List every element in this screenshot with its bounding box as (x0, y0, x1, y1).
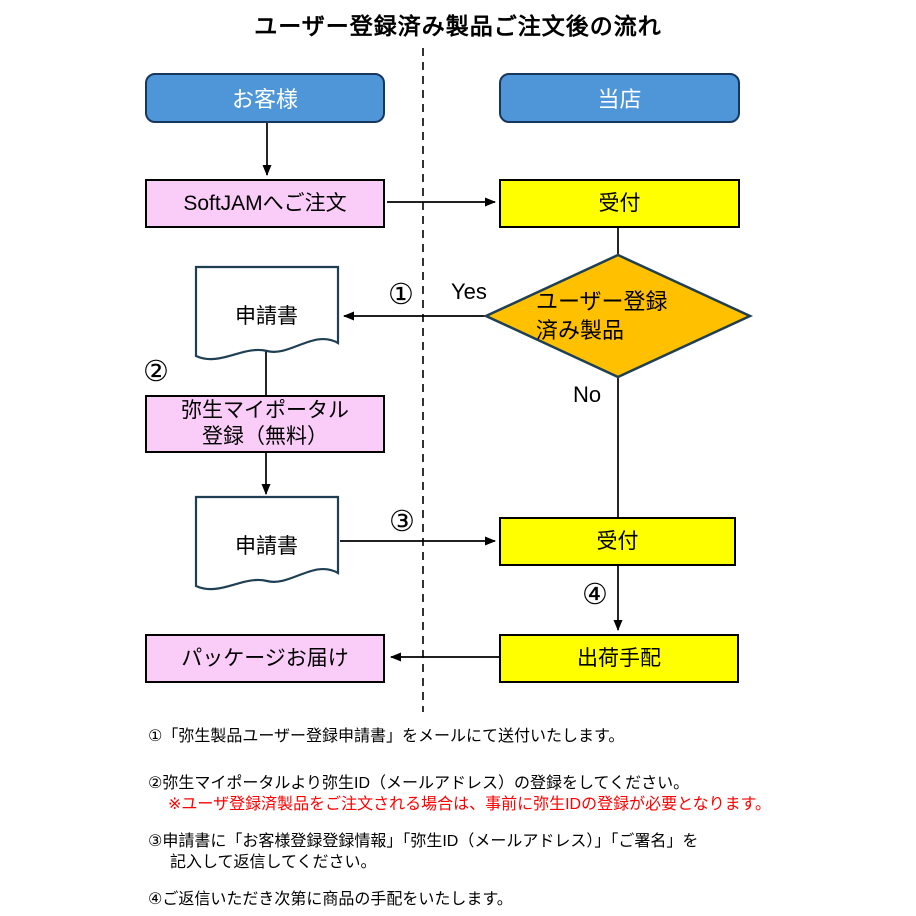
step-number-1: ① (388, 279, 414, 311)
process-shipping-label: 出荷手配 (577, 646, 661, 670)
footnote-step2-warning: ※ユーザ登録済製品をご注文される場合は、事前に弥生IDの登録が必要となります。 (168, 796, 772, 813)
document-doc2-label: 申請書 (235, 535, 298, 558)
process-portal-label: 弥生マイポータル 登録（無料） (181, 398, 349, 450)
process-yayoi-portal-registration: 弥生マイポータル 登録（無料） (145, 395, 385, 453)
decision-diamond-shape (483, 253, 753, 379)
process-reception-2: 受付 (499, 517, 736, 566)
process-order-label: SoftJAMへご注文 (183, 191, 347, 215)
process-delivery-label: パッケージお届け (181, 646, 349, 670)
footnote-step1: ①「弥生製品ユーザー登録申請書」をメールにて送付いたします。 (148, 728, 625, 745)
process-portal-line2: 登録（無料） (202, 425, 328, 448)
document-shape-doc1 (194, 265, 340, 361)
process-reception-1: 受付 (499, 179, 740, 228)
process-reception1-label: 受付 (598, 191, 641, 215)
lane-header-store: 当店 (499, 73, 740, 123)
step-number-2: ② (143, 356, 169, 388)
page-title: ユーザー登録済み製品ご注文後の流れ (254, 13, 662, 39)
decision-label-line2: 済み製品 (536, 318, 625, 343)
lane-header-customer: お客様 (145, 73, 385, 123)
process-order-softjam: SoftJAMへご注文 (145, 179, 385, 228)
step-number-3: ③ (389, 506, 415, 538)
footnote-step2: ②弥生マイポータルより弥生ID（メールアドレス）の登録をしてください。 (148, 775, 690, 792)
process-package-delivery: パッケージお届け (145, 634, 385, 683)
footnote-step4: ④ご返信いただき次第に商品の手配をいたします。 (148, 891, 513, 908)
branch-label-yes: Yes (451, 279, 487, 304)
footnote-step3-line2: 記入して返信してください。 (170, 854, 377, 871)
lane-store-label: 当店 (597, 87, 642, 112)
branch-label-no: No (573, 382, 602, 407)
process-shipping-arrangement: 出荷手配 (499, 634, 739, 683)
process-portal-line1: 弥生マイポータル (181, 399, 349, 422)
document-doc1-label: 申請書 (235, 305, 298, 328)
process-reception2-label: 受付 (596, 529, 639, 553)
decision-label: ユーザー登録 済み製品 (536, 287, 706, 345)
step-number-4: ④ (582, 579, 608, 611)
document-shape-doc2 (194, 495, 340, 591)
lane-customer-label: お客様 (231, 87, 298, 112)
footnote-step3-line1: ③申請書に「お客様登録登録情報」「弥生ID（メールアドレス）」「ご署名」を (148, 833, 699, 850)
decision-label-line1: ユーザー登録 (536, 289, 668, 314)
